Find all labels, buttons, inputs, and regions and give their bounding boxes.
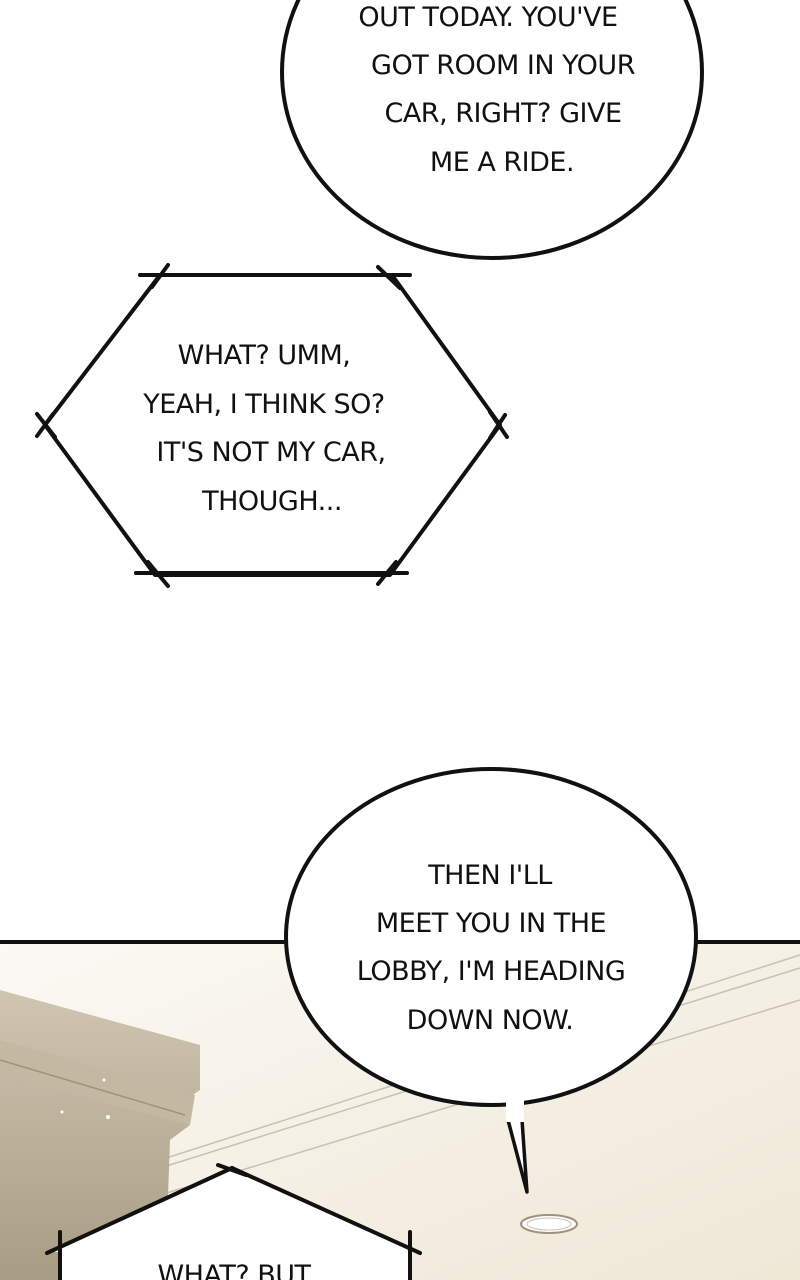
bubble-line: THEN I'LL: [427, 860, 552, 891]
house-bubble: WHAT? BUT: [45, 1163, 422, 1280]
ceiling-light: [520, 1214, 578, 1234]
bubble-line: DOWN NOW.: [407, 1005, 574, 1036]
bubble-line: THOUGH...: [201, 486, 342, 517]
speech-bubble-top: OUT TODAY. YOU'VE GOT ROOM IN YOUR CAR, …: [280, 0, 704, 260]
bubble-line: WHAT? BUT: [157, 1260, 311, 1280]
bubble-line: IT'S NOT MY CAR,: [156, 437, 385, 468]
bubble-line: ME A RIDE.: [430, 147, 574, 178]
bubble-line: LOBBY, I'M HEADING: [357, 956, 626, 987]
bubble-line: WHAT? UMM,: [178, 340, 351, 371]
speech-bubble-bottom: THEN I'LL MEET YOU IN THE LOBBY, I'M HEA…: [284, 767, 698, 1194]
bubble-line: CAR, RIGHT? GIVE: [384, 98, 621, 129]
bubble-line: MEET YOU IN THE: [376, 908, 606, 939]
bubble-line: OUT TODAY. YOU'VE: [358, 2, 617, 33]
hexagon-bubble: WHAT? UMM, YEAH, I THINK SO? IT'S NOT MY…: [35, 263, 509, 588]
bubble-line: YEAH, I THINK SO?: [142, 389, 385, 420]
bubble-line: GOT ROOM IN YOUR: [371, 50, 635, 81]
